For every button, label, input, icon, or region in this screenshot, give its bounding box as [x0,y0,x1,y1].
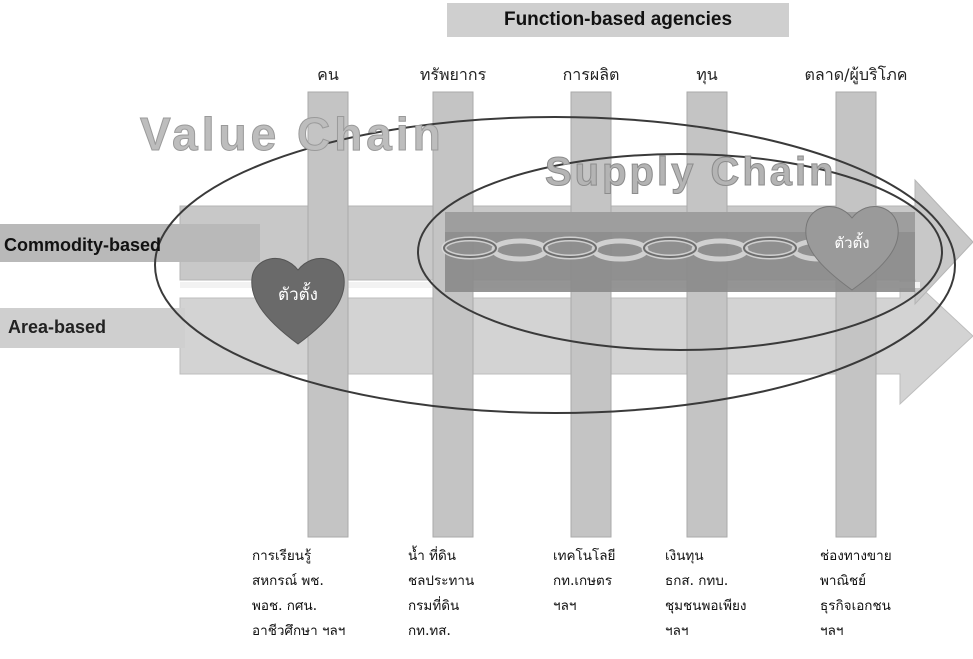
value-chain-ellipse [154,116,956,414]
column-label-capital: ทุน [696,65,718,84]
commodity-row-band [0,224,260,262]
detail-line: ชุมชนพอเพียง [665,598,747,614]
detail-line: ฯลฯ [553,598,577,614]
column-details-production: เทคโนโลยี กท.เกษตร ฯลฯ [553,544,615,619]
detail-line: เงินทุน [665,548,704,564]
supply-chain-ellipse [417,153,943,351]
commodity-based-label: Commodity-based [4,235,161,255]
function-agencies-header: Function-based agencies [447,3,789,37]
detail-line: น้ำ ที่ดิน [408,548,456,564]
function-bar-resources [432,91,474,538]
detail-line: อาชีวศึกษา ฯลฯ [252,623,346,639]
column-label-people: คน [317,65,339,84]
column-details-people: การเรียนรู้ สหกรณ์ พช. พอช. กศน. อาชีวศึ… [252,544,345,644]
right-heart-icon [805,206,899,291]
left-heart-label: ตัวตั้ง [278,282,318,305]
left-heart-icon [251,258,345,345]
column-details-market: ช่องทางขาย พาณิชย์ ธุรกิจเอกชน ฯลฯ [820,544,892,644]
function-bar-production [570,91,612,538]
detail-line: ธุรกิจเอกชน [820,598,891,614]
column-label-resources: ทรัพยากร [419,65,487,84]
detail-line: ชลประทาน [408,573,475,589]
detail-line: ช่องทางขาย [820,548,892,564]
value-chain-title: Value Chain [140,108,445,160]
detail-line: กรมที่ดิน [408,598,460,614]
detail-line: ฯลฯ [665,623,689,639]
column-details-capital: เงินทุน ธกส. กทบ. ชุมชนพอเพียง ฯลฯ [665,544,746,644]
detail-line: พาณิชย์ [820,573,867,589]
detail-line: การเรียนรู้ [252,548,312,564]
column-label-market: ตลาด/ผู้บริโภค [804,65,908,84]
detail-line: กท.ทส. [408,623,451,639]
column-label-production: การผลิต [562,65,620,84]
detail-line: เทคโนโลยี [553,548,616,564]
detail-line: ธกส. กทบ. [665,573,729,589]
detail-line: พอช. กศน. [252,598,318,614]
function-bar-market [835,91,877,538]
function-bars [307,91,877,538]
right-heart-label: ตัวตั้ง [834,232,869,252]
supply-chain-title: Supply Chain [545,150,837,194]
area-based-label: Area-based [8,317,106,337]
detail-line: กท.เกษตร [553,573,613,589]
area-row-band [0,308,185,348]
detail-line: ฯลฯ [820,623,844,639]
function-bar-capital [686,91,728,538]
column-details-resources: น้ำ ที่ดิน ชลประทาน กรมที่ดิน กท.ทส. [408,544,474,644]
detail-line: สหกรณ์ พช. [252,573,324,589]
